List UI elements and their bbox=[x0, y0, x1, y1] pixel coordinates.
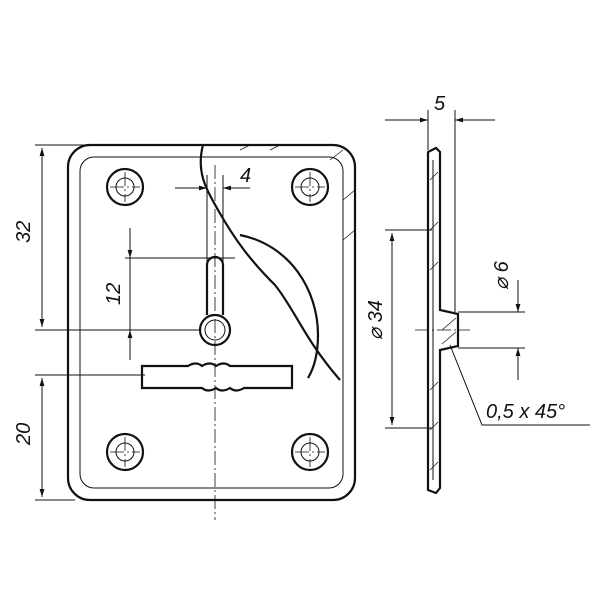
cover-arc bbox=[239, 233, 320, 379]
side-plate bbox=[426, 146, 460, 495]
dim-side-thickness: 5 bbox=[434, 93, 446, 115]
mounting-holes bbox=[105, 167, 330, 472]
side-dimensions: 5 ⌀ 34 ⌀ 6 0,5 x 45° bbox=[365, 93, 590, 429]
front-view bbox=[66, 143, 357, 520]
dim-slot-length: 12 bbox=[103, 283, 125, 305]
dim-height-bottom: 20 bbox=[13, 423, 35, 446]
plate-inner-edge bbox=[79, 156, 344, 489]
dim-boss-diameter: ⌀ 34 bbox=[365, 300, 387, 340]
side-view bbox=[415, 146, 470, 495]
dim-height-top: 32 bbox=[13, 221, 35, 243]
dim-chamfer: 0,5 x 45° bbox=[486, 401, 565, 423]
keyhole-slot bbox=[205, 255, 225, 315]
front-dimensions: 32 20 12 4 bbox=[13, 144, 251, 501]
plate-outline bbox=[66, 143, 357, 502]
key-cover bbox=[140, 362, 294, 392]
dim-hole-diameter: ⌀ 6 bbox=[491, 260, 513, 290]
dim-slot-width: 4 bbox=[240, 165, 251, 187]
